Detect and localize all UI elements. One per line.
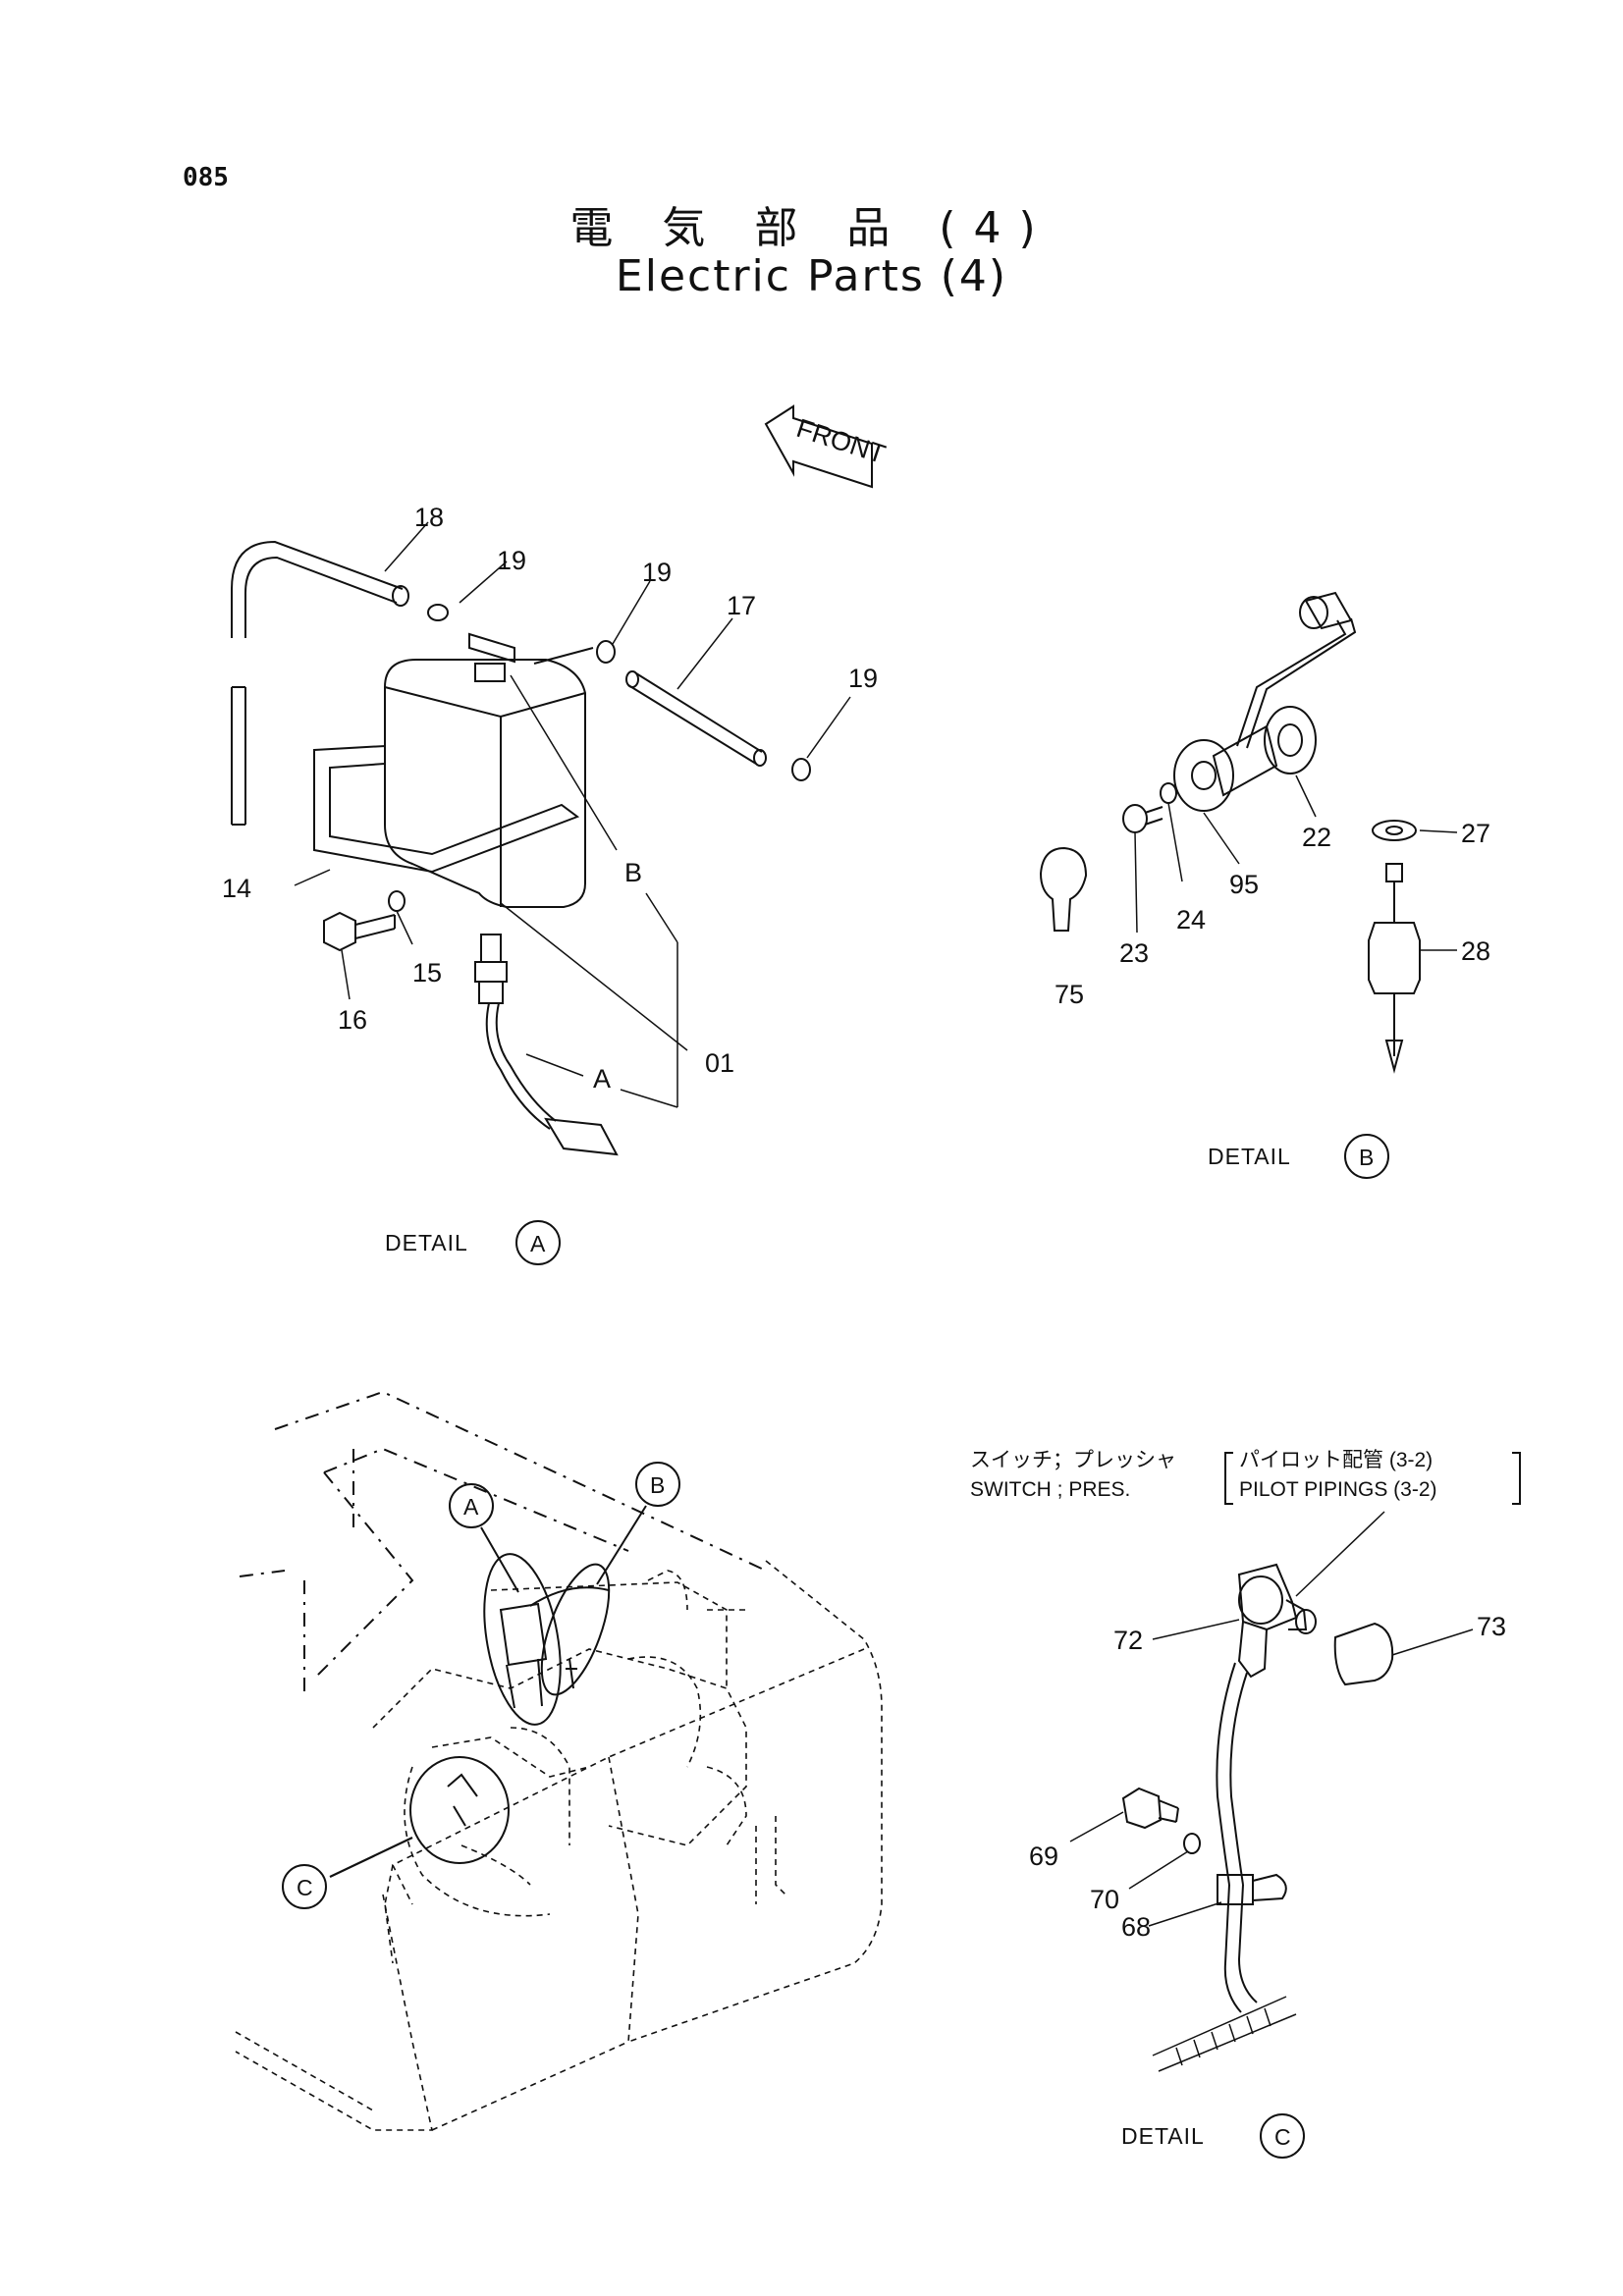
detail-c-note: スイッチ；プレッシャ SWITCH ; PRES. パイロット配管 (3-2) … [970,1449,1521,1505]
callout-b-ref: B [624,858,642,887]
note-pilot-jp: パイロット配管 (3-2) [1239,1449,1433,1471]
callout-72: 72 [1113,1626,1143,1655]
callout-01: 01 [705,1048,734,1078]
overview-drawing [235,1390,883,2131]
callout-22: 22 [1302,823,1331,852]
detail-b-label: DETAIL [1208,1144,1291,1169]
detail-a-caption: DETAIL A [385,1220,561,1265]
callout-73: 73 [1477,1612,1506,1641]
callout-69: 69 [1029,1842,1058,1871]
overview-mark-b: B [650,1472,666,1498]
detail-a-mark: A [530,1231,546,1256]
detail-c-mark: C [1274,2124,1292,2150]
detail-b-drawing [1039,591,1458,1074]
detail-a-drawing [231,521,851,1156]
detail-c-caption: DETAIL C [1121,2113,1305,2159]
title-english: Electric Parts (4) [615,251,1008,301]
callout-95: 95 [1229,870,1259,899]
callout-15: 15 [412,958,442,988]
callout-14: 14 [222,874,251,903]
callout-a-ref: A [593,1064,611,1094]
overview-mark-c: C [297,1875,314,1900]
callout-19a: 19 [497,546,526,575]
detail-b-mark: B [1359,1145,1375,1170]
detail-a-label: DETAIL [385,1230,468,1255]
callout-16: 16 [338,1005,367,1035]
callout-24: 24 [1176,905,1206,934]
detail-c-drawing [1069,1511,1474,2072]
detail-b-caption: DETAIL B [1208,1134,1389,1179]
callout-27: 27 [1461,819,1490,848]
note-switch-jp: スイッチ；プレッシャ [970,1449,1176,1471]
detail-b-callouts: 22 27 95 24 23 75 28 [1055,819,1490,1009]
overview-mark-a: A [463,1494,479,1520]
callout-28: 28 [1461,936,1490,966]
page-number: 085 [183,163,229,192]
detail-c-callouts: 72 73 69 70 68 [1029,1612,1506,1942]
callout-23: 23 [1119,938,1149,968]
note-pilot-en: PILOT PIPINGS (3-2) [1239,1478,1437,1501]
overview-marks: A B C [282,1462,680,1909]
callout-70: 70 [1090,1885,1119,1914]
callout-18: 18 [414,503,444,532]
note-switch-en: SWITCH ; PRES. [970,1478,1130,1501]
callout-68: 68 [1121,1912,1151,1942]
title-japanese: 電 気 部 品 (4) [569,203,1054,253]
callout-19b: 19 [642,558,672,587]
callout-17: 17 [727,591,756,620]
callout-19c: 19 [848,664,878,693]
callout-75: 75 [1055,980,1084,1009]
detail-a-callouts: 18 19 19 17 19 14 16 15 B A 01 [222,503,878,1094]
front-label: FRONT [793,413,890,469]
front-arrow-icon: FRONT [764,404,890,489]
detail-c-label: DETAIL [1121,2123,1205,2149]
